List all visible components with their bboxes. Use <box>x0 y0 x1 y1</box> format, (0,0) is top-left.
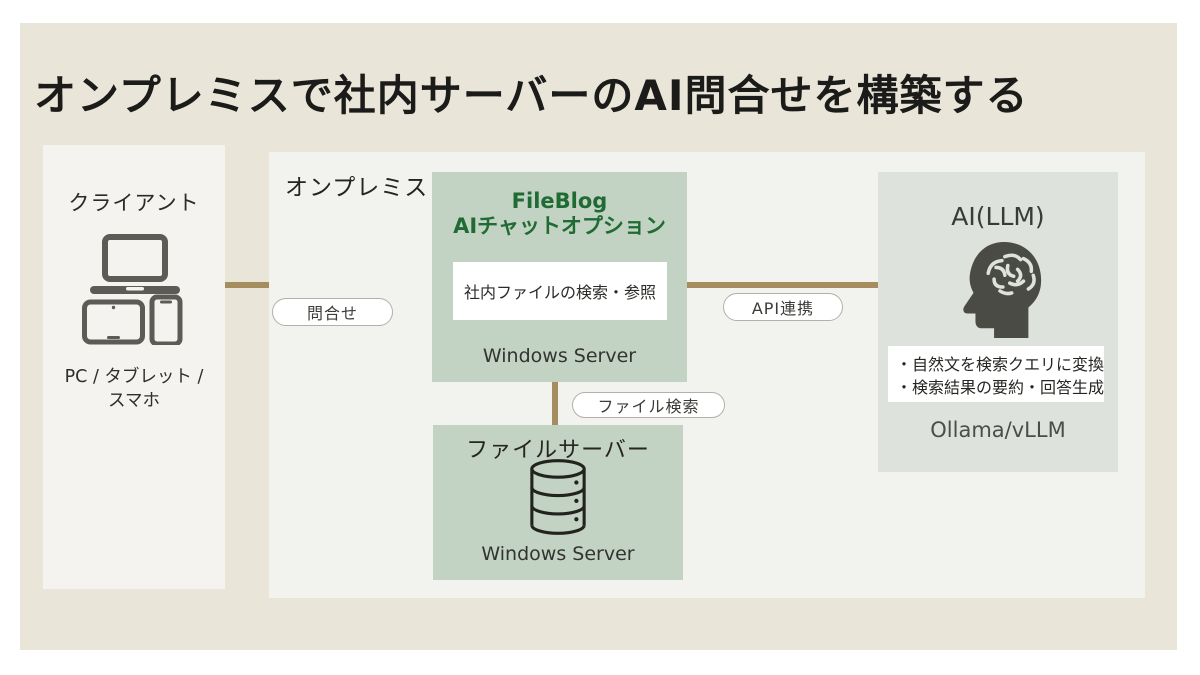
laptop-tablet-smartphone-icon <box>82 234 183 345</box>
database-icon <box>530 459 586 535</box>
file-search-pill: ファイル検索 <box>572 392 725 418</box>
slide-title: オンプレミスで社内サーバーのAI問合せを構築する <box>34 71 1029 120</box>
ai-feature-line1: ・自然文を検索クエリに変換 <box>896 355 1105 374</box>
connector-fileblog-to-ai <box>687 282 878 288</box>
head-with-brain-icon <box>963 241 1042 338</box>
client-box: クライアント PC / タブレット / スマホ <box>43 145 225 589</box>
ai-llm-box: AI(LLM) ・自然文を検索クエリに変換 ・検索結果の要約・回答生成 Olla… <box>878 172 1118 472</box>
fileblog-box: FileBlog AIチャットオプション 社内ファイルの検索・参照 Window… <box>432 172 687 382</box>
onprem-label: オンプレミス <box>285 175 429 201</box>
ai-feature-line2: ・検索結果の要約・回答生成 <box>896 378 1105 398</box>
api-link-pill: API連携 <box>723 293 843 321</box>
inquiry-pill: 問合せ <box>272 298 393 326</box>
fileblog-feature-box: 社内ファイルの検索・参照 <box>453 262 667 320</box>
fileblog-platform-label: Windows Server <box>482 345 637 367</box>
fileserver-platform-label: Windows Server <box>481 543 635 565</box>
fileblog-feature-label: 社内ファイルの検索・参照 <box>463 283 656 302</box>
ai-llm-title: AI(LLM) <box>951 202 1045 231</box>
client-caption-line2: スマホ <box>108 390 160 411</box>
connector-fileblog-to-fileserver <box>552 381 558 426</box>
fileblog-title-line1: FileBlog <box>511 189 608 213</box>
fileserver-title: ファイルサーバー <box>466 438 650 463</box>
fileblog-title: FileBlog AIチャットオプション <box>432 189 687 239</box>
fileserver-box: ファイルサーバー Windows Server <box>433 425 683 580</box>
client-box-title: クライアント <box>68 191 200 215</box>
fileblog-title-line2: AIチャットオプション <box>453 213 666 238</box>
ai-feature-box: ・自然文を検索クエリに変換 ・検索結果の要約・回答生成 <box>888 346 1104 402</box>
ai-platform-label: Ollama/vLLM <box>930 418 1066 442</box>
client-devices-caption: PC / タブレット / スマホ <box>43 366 225 413</box>
client-caption-line1: PC / タブレット / <box>64 367 204 387</box>
